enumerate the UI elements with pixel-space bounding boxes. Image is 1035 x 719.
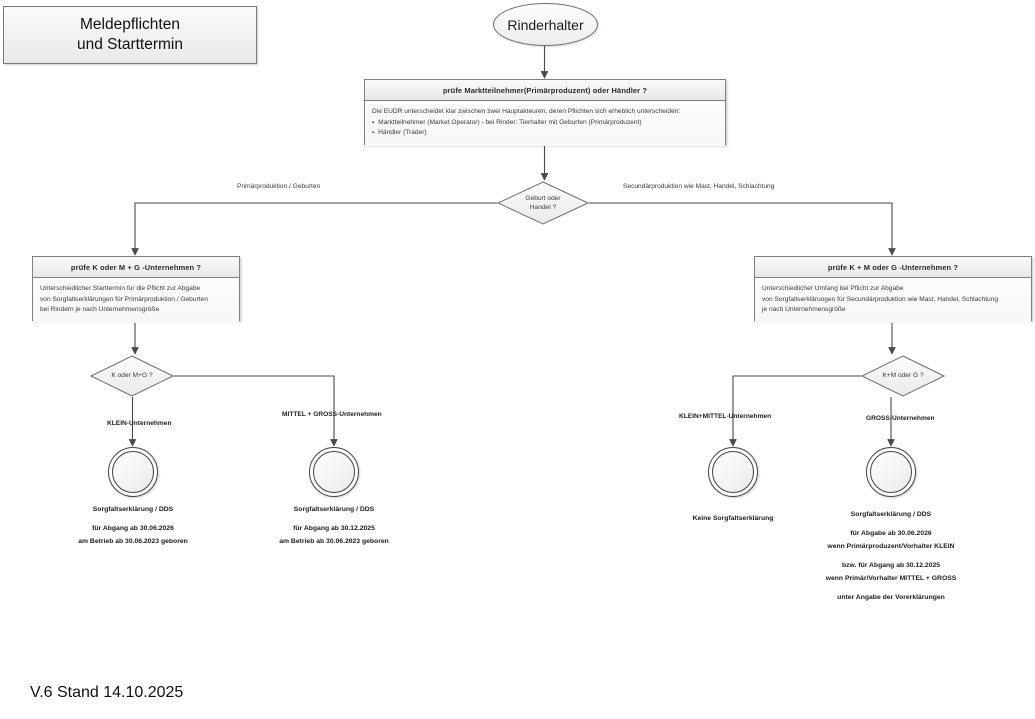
decision-left-line-1: K oder M+G ? <box>111 372 153 380</box>
decision-km-oder-g[interactable]: K+M oder G ? <box>860 355 946 397</box>
end-node-4-line-3: bzw. für Abgang ab 30.12.2025 <box>841 562 941 569</box>
left-body-line-2: von Sorgfaltserklärungen für Primärprodu… <box>40 295 208 303</box>
market-body-intro: Die EUDR unterscheidet klar zwischen zwe… <box>372 108 681 115</box>
end-node-1-line-1: für Abgang ab 30.06.2026 <box>92 525 174 532</box>
start-node-rinderhalter[interactable]: Rinderhalter <box>493 3 598 46</box>
end-node-1-title: Sorgfaltserklärung / DDS <box>92 506 174 513</box>
end-node-3-title: Keine Sorgfaltserklärung <box>692 515 774 522</box>
end-node-4-line-2: wenn Primärproduzent/Vorhalter KLEIN <box>827 543 955 550</box>
diamond-shape-right <box>860 355 946 397</box>
end-node-1-line-2: am Betrieb ab 30.06.2023 geboren <box>78 538 188 545</box>
end-node-2[interactable] <box>309 447 359 497</box>
end-node-2-inner-ring <box>313 451 355 493</box>
end-node-4-title: Sorgfaltserklärung / DDS <box>850 511 932 518</box>
edge-label-mittel-gross-unternehmen: MITTEL + GROSS-Unternehmen <box>282 411 382 418</box>
process-box-links-k-oder-mg[interactable]: prüfe K oder M + G -Unternehmen ? Unters… <box>32 256 240 323</box>
edge-label-klein-mittel-unternehmen: KLEIN+MITTEL-Unternehmen <box>679 413 772 420</box>
footer-version: V.6 Stand 14.10.2025 <box>30 684 184 701</box>
decision-right-line-1: K+M oder G ? <box>882 372 924 380</box>
title-line-1: Meldepflichten <box>80 16 180 33</box>
process-box-rechts-header: prüfe K + M oder G -Unternehmen ? <box>755 257 1031 278</box>
end-node-2-line-1: für Abgang ab 30.12.2025 <box>293 525 375 532</box>
edge-label-primaerproduktion: Primärproduktion / Geburten <box>237 183 321 190</box>
end-node-1-caption: Sorgfaltserklärung / DDS für Abgang ab 3… <box>28 503 238 548</box>
end-node-4-caption: Sorgfaltserklärung / DDS für Abgabe ab 3… <box>791 508 991 604</box>
end-node-2-title: Sorgfaltserklärung / DDS <box>293 506 375 513</box>
spacer <box>229 516 439 522</box>
left-body-line-1: Unterschiedlicher Starttermin für die Pf… <box>40 285 201 292</box>
process-box-rechts-km-oder-g[interactable]: prüfe K + M oder G -Unternehmen ? Unters… <box>754 256 1032 323</box>
decision-main-line-1: Geburt oder <box>525 194 561 202</box>
end-node-4[interactable] <box>866 447 916 497</box>
end-node-3[interactable] <box>708 447 758 497</box>
decision-k-oder-mg[interactable]: K oder M+G ? <box>89 355 175 397</box>
decision-geburt-oder-handel[interactable]: Geburt oder Handel ? <box>496 181 590 225</box>
diamond-shape-main <box>496 181 590 225</box>
right-body-line-3: je nach Unternehmensgröße <box>762 306 846 313</box>
end-node-1-inner-ring <box>112 451 154 493</box>
left-body-line-3: bei Rindern je nach Unternehmensgröße <box>40 306 160 313</box>
title-block: Meldepflichten und Starttermin <box>3 6 257 64</box>
right-body-line-1: Unterschiedlicher Umfang bei Pflicht zur… <box>762 285 904 292</box>
end-node-2-line-2: am Betrieb ab 30.06.2023 geboren <box>279 538 389 545</box>
process-box-marktteilnehmer-body: Die EUDR unterscheidet klar zwischen zwe… <box>365 101 725 146</box>
market-bullet-2: Händler (Trader) <box>372 128 718 139</box>
end-node-3-inner-ring <box>712 451 754 493</box>
process-box-marktteilnehmer-header: prüfe Marktteilnehmer(Primärproduzent) o… <box>365 80 725 101</box>
market-bullet-1: Marktteilnehmer (Market Operator) - bei … <box>372 118 718 129</box>
spacer <box>791 585 991 591</box>
process-box-links-body: Unterschiedlicher Starttermin für die Pf… <box>33 278 239 323</box>
title-text: Meldepflichten und Starttermin <box>77 15 183 55</box>
end-node-4-line-1: für Abgabe ab 30.06.2026 <box>850 530 932 537</box>
end-node-4-line-5: unter Angabe der Vorerklärungen <box>837 594 945 601</box>
diamond-shape-left <box>89 355 175 397</box>
end-node-4-inner-ring <box>870 451 912 493</box>
decision-main-label: Geburt oder Handel ? <box>497 181 589 225</box>
title-line-2: und Starttermin <box>77 36 183 53</box>
process-box-links-header: prüfe K oder M + G -Unternehmen ? <box>33 257 239 278</box>
process-box-rechts-body: Unterschiedlicher Umfang bei Pflicht zur… <box>755 278 1031 323</box>
edge-label-gross-unternehmen: GROSS-Unternehmen <box>866 415 935 422</box>
edge-label-klein-unternehmen: KLEIN-Unternehmen <box>107 420 172 427</box>
spacer <box>791 553 991 559</box>
decision-left-label: K oder M+G ? <box>90 355 174 397</box>
edge-label-secundaerproduktion: Secundärproduktion wie Mast, Handel, Sch… <box>623 183 775 190</box>
start-node-label: Rinderhalter <box>507 16 584 33</box>
end-node-3-caption: Keine Sorgfaltserklärung <box>633 512 833 525</box>
spacer <box>791 521 991 527</box>
decision-right-label: K+M oder G ? <box>861 355 945 397</box>
right-body-line-2: von Sorgfaltserklärungen für Secundärpro… <box>762 295 999 303</box>
decision-main-line-2: Handel ? <box>529 204 557 211</box>
end-node-2-caption: Sorgfaltserklärung / DDS für Abgang ab 3… <box>229 503 439 548</box>
end-node-1[interactable] <box>108 447 158 497</box>
process-box-marktteilnehmer[interactable]: prüfe Marktteilnehmer(Primärproduzent) o… <box>364 79 726 146</box>
spacer <box>28 516 238 522</box>
end-node-4-line-4: wenn Primär/Vorhalter MITTEL + GROSS <box>825 575 957 582</box>
